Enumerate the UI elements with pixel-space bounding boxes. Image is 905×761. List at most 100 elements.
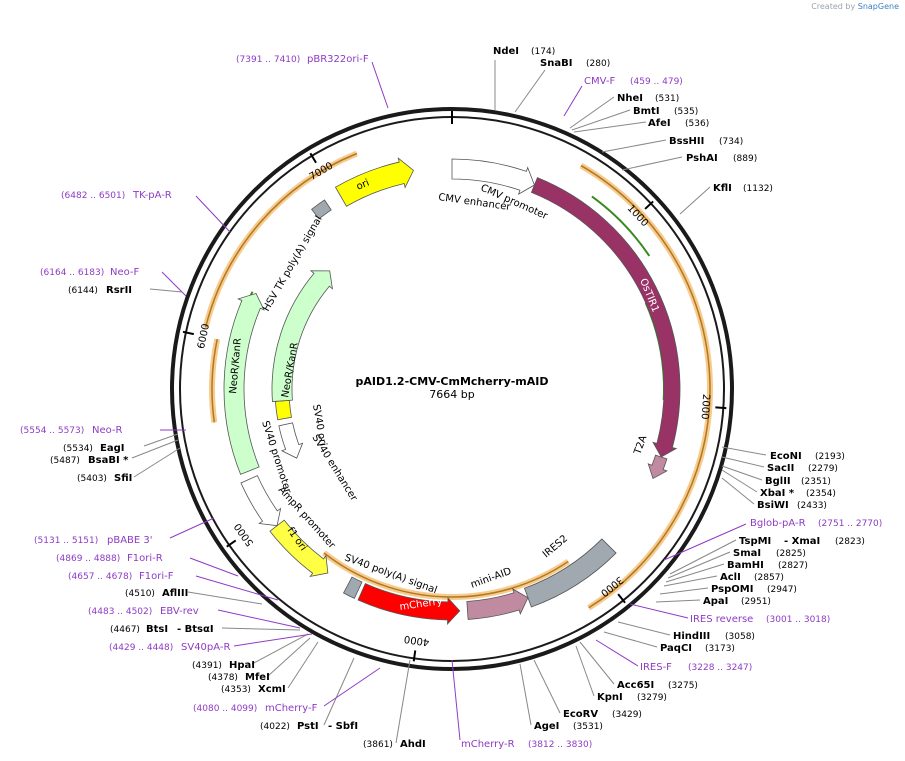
- leader-line: [187, 591, 263, 605]
- enzyme-pos: (3173): [705, 644, 735, 654]
- leader-line: [617, 621, 671, 636]
- enzyme-name: TspMI: [739, 536, 771, 547]
- enzyme-name: XcmI: [258, 684, 286, 695]
- enzyme-pos: (6144): [68, 286, 98, 296]
- label-sv40-enhancer: SV40 enhancer: [309, 433, 359, 504]
- enzyme-pos: (5534): [63, 444, 93, 454]
- enzyme-name: BssHII: [669, 136, 704, 147]
- enzyme-pos: (889): [733, 154, 757, 164]
- ires2-box: [523, 538, 617, 608]
- enzyme-pos: (4391): [192, 661, 222, 671]
- leader-line: [721, 456, 765, 468]
- enzyme-name: KflI: [713, 183, 732, 194]
- plasmid-size: 7664 bp: [429, 388, 474, 401]
- leader-line: [395, 659, 411, 744]
- primer-leader-line: [595, 639, 639, 667]
- leader-line: [575, 645, 595, 697]
- enzyme-name: EagI: [100, 443, 124, 454]
- enzyme-pos: (2193): [815, 452, 845, 462]
- enzyme-name: Acc65I: [617, 680, 654, 691]
- ruler-tick-label: 6000: [196, 323, 212, 350]
- enzyme-name: MfeI: [245, 672, 270, 683]
- orf-arc: [323, 552, 569, 598]
- enzyme-labels-left: (6144) RsrII (5534) EagI (5487) BsaBI * …: [50, 285, 426, 750]
- mini-aid-arrow: [466, 588, 529, 620]
- primer-leader-line: [195, 575, 279, 601]
- primer-leader-line: [161, 271, 187, 297]
- enzyme-name: AhdI: [400, 739, 426, 750]
- primer-range: (5131 .. 5151): [34, 536, 98, 546]
- leader-line: [573, 121, 647, 133]
- enzyme-pos: (2951): [741, 597, 771, 607]
- leader-line: [287, 641, 319, 689]
- ampr-promoter-arrow: [240, 475, 282, 527]
- primer-range: (4869 .. 4888): [56, 554, 120, 564]
- enzyme-name: HpaI: [229, 660, 255, 671]
- sv40-ori-box: [275, 399, 292, 421]
- enzyme-name: SmaI: [733, 548, 761, 559]
- enzyme-name: AflIII: [162, 588, 188, 599]
- enzyme-pos: (4467): [110, 625, 140, 635]
- ruler-tick-label: 7000: [308, 160, 335, 183]
- ostir1-arrow: [530, 177, 681, 458]
- primer-name: IRES reverse: [690, 614, 753, 625]
- leader-line: [143, 433, 179, 447]
- primer-name: pBR322ori-F: [307, 54, 369, 65]
- primer-range: (6482 .. 6501): [61, 191, 125, 201]
- leader-line: [721, 477, 755, 505]
- ruler-tick: [309, 152, 317, 164]
- orf-arc: [580, 164, 711, 609]
- enzyme-pos: (3279): [637, 693, 667, 703]
- leader-line: [679, 186, 711, 215]
- enzyme-pos: (174): [531, 47, 555, 57]
- primer-labels: (7391 .. 7410) pBR322ori-F CMV-F (459 ..…: [20, 54, 882, 750]
- primer-leader-line: [195, 195, 231, 233]
- enzyme-pos: (536): [685, 119, 709, 129]
- primer-name: Neo-F: [110, 267, 140, 278]
- leader-line: [149, 288, 183, 293]
- primer-leader-line: [323, 667, 381, 707]
- primer-name: Neo-R: [92, 425, 123, 436]
- enzyme-pos: (2823): [835, 537, 865, 547]
- leader-line: [721, 469, 758, 493]
- enzyme-pos: (4022): [260, 722, 290, 732]
- primer-name: SV40pA-R: [181, 642, 230, 653]
- enzyme-pos: (3275): [668, 681, 698, 691]
- label-t2a: T2A: [632, 434, 649, 457]
- primer-name: IRES-F: [640, 662, 672, 673]
- leader-line: [569, 96, 615, 129]
- leader-line: [571, 109, 631, 131]
- ruler-tick: [182, 330, 194, 336]
- primer-name: F1ori-R: [127, 553, 163, 564]
- orf-arc: [204, 152, 358, 328]
- mcherry-arrow: [357, 583, 461, 625]
- leader-line: [667, 551, 731, 579]
- leader-line: [603, 631, 658, 648]
- enzyme-pos: (2947): [767, 585, 797, 595]
- credit-brand: SnapGene: [857, 2, 899, 11]
- enzyme-extra: - XmaI: [784, 536, 820, 547]
- cmv-enhancer-arrow: [451, 158, 535, 195]
- enzyme-name: PshAI: [686, 153, 718, 164]
- leader-line: [659, 587, 709, 595]
- leader-line: [131, 439, 179, 459]
- primer-range: (4657 .. 4678): [68, 572, 132, 582]
- ruler-tick-label: 4000: [403, 633, 430, 647]
- leader-line: [267, 637, 311, 677]
- enzyme-pos: (2825): [776, 549, 806, 559]
- enzyme-pos: (535): [674, 107, 698, 117]
- label-ori: ori: [355, 178, 371, 193]
- enzyme-name: BtsI: [146, 624, 168, 635]
- enzyme-name: HindIII: [673, 631, 710, 642]
- enzyme-name: AgeI: [534, 721, 559, 732]
- leader-lines: [131, 60, 767, 744]
- credit-prefix: Created by: [811, 2, 856, 11]
- leader-line: [665, 563, 725, 583]
- orf-inner-arrow: [591, 195, 651, 257]
- backbone-outer-ring: [170, 107, 734, 671]
- primer-leader-line: [217, 609, 301, 629]
- ruler-tick: [644, 200, 654, 210]
- leader-line: [519, 663, 532, 726]
- primer-range: (4080 .. 4099): [193, 704, 257, 714]
